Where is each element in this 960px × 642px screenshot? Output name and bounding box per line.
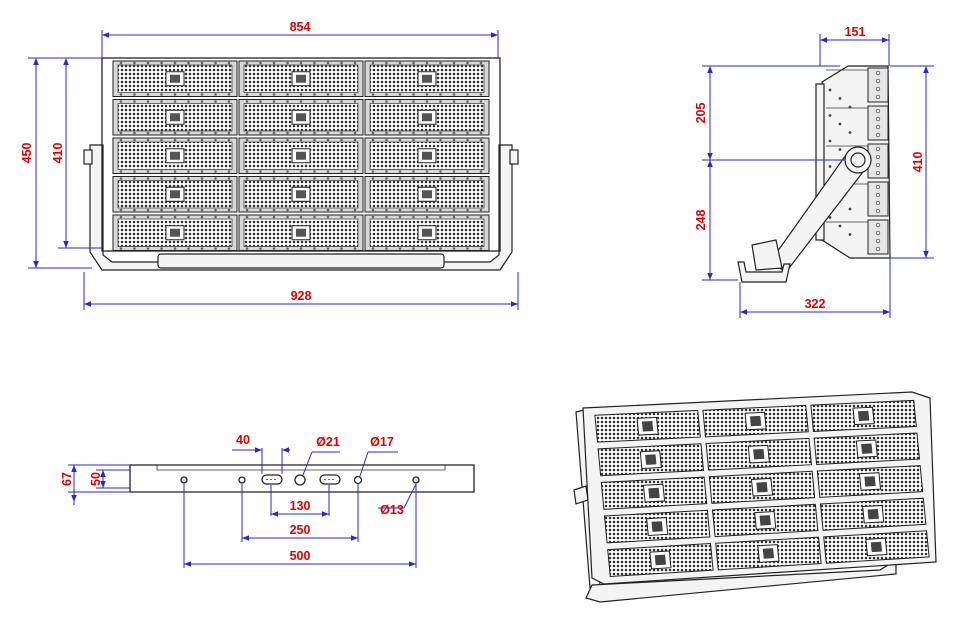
dim-slot-spacing: 130 [290,499,311,513]
dim-height-overall: 450 [20,143,34,164]
side-dimensions: 151 205 248 410 322 [694,25,934,318]
dim-hole-spacing-inner: 250 [290,523,311,537]
dim-outer-height: 67 [60,472,74,486]
iso-led-grid [594,399,930,578]
iso-led-module [819,497,927,531]
led-module [238,99,364,136]
iso-led-module [597,443,705,477]
led-module [364,137,490,174]
led-module [112,214,238,251]
bracket-plate [129,464,475,493]
led-module-grid [112,60,490,251]
led-module [238,60,364,97]
iso-led-module [810,399,917,433]
side-front-lens [815,83,825,241]
bracket-dimensions: 40 Ø21 Ø17 Ø13 67 50 130 250 500 [60,433,417,568]
front-bracket [89,144,513,271]
side-gusset [751,239,783,271]
dim-base-depth: 322 [805,297,826,311]
dim-upper-height: 205 [694,103,708,124]
side-view [737,65,891,283]
iso-bracket-base [585,558,897,603]
led-module [238,214,364,251]
bracket-slot-left [261,474,283,485]
led-module [112,60,238,97]
dim-side-body-height: 410 [911,152,925,173]
dim-width-inner: 854 [290,20,311,34]
bracket-slot-right [319,474,341,485]
iso-led-module [715,536,822,571]
iso-led-module [607,543,714,578]
dim-inner-height: 50 [89,472,103,486]
iso-led-module [708,470,816,504]
dim-hole-center: Ø21 [316,435,340,449]
iso-led-module [594,409,701,443]
led-module [364,176,490,213]
bracket-view [129,464,475,493]
bracket-hole-1 [180,476,188,484]
dim-width-overall: 928 [291,289,312,303]
led-module [364,60,490,97]
iso-led-module [705,437,813,471]
iso-led-module [816,465,924,498]
dim-lower-height: 248 [694,210,708,231]
led-module [112,176,238,213]
bracket-hole-4 [412,476,420,484]
side-fins [826,67,889,255]
led-module [364,214,490,251]
led-module [112,137,238,174]
dim-depth-top: 151 [845,25,866,39]
bracket-hole-center [294,474,306,486]
front-view [83,57,519,271]
led-module [238,176,364,213]
led-module [364,99,490,136]
dim-hole-small: Ø13 [380,503,404,517]
iso-led-module [600,476,708,510]
led-module [112,99,238,136]
front-base-plate [157,253,445,269]
iso-led-module [603,509,711,544]
front-knob-left [83,149,93,165]
side-foot [737,261,791,283]
isometric-view [573,391,937,603]
iso-led-module [813,432,921,465]
front-dimensions: 854 928 450 410 [20,20,519,310]
bracket-hole-2 [238,476,246,484]
dim-height-body: 410 [51,143,65,164]
iso-led-module [702,404,809,438]
dim-slot-width: 40 [236,433,250,447]
dim-hole-side: Ø17 [370,435,394,449]
front-knob-right [509,149,519,165]
side-pivot-inner [850,152,866,168]
bracket-hole-3 [353,475,363,485]
led-module [238,137,364,174]
iso-led-module [711,503,819,538]
iso-led-module [823,530,930,564]
dim-hole-spacing-outer: 500 [290,549,311,563]
